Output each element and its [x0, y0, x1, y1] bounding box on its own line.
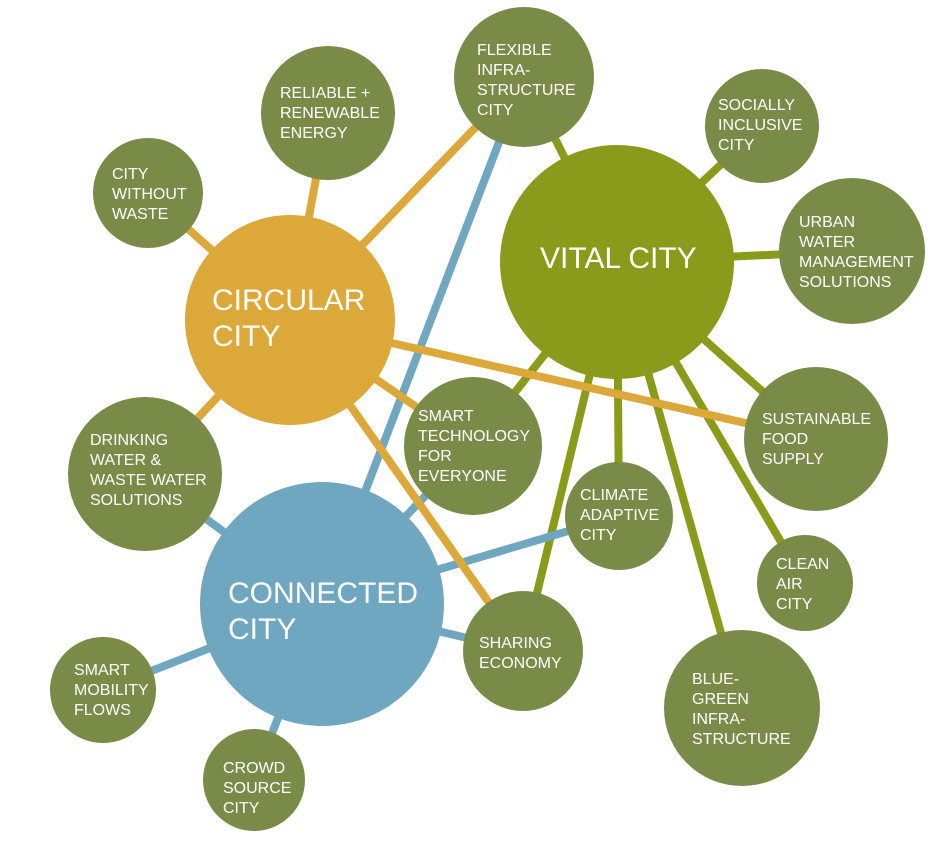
node-smart-technology-label-line: EVERYONE: [418, 468, 507, 485]
node-city-without-waste: CITY WITHOUT WASTE: [93, 138, 203, 248]
node-sharing-economy-circle: [463, 591, 583, 711]
node-urban-water-label-line: SOLUTIONS: [799, 274, 891, 291]
node-urban-water: URBAN WATER MANAGEMENT SOLUTIONS: [779, 178, 925, 324]
node-clean-air-label-line: CLEAN: [776, 556, 829, 573]
node-sustainable-food-label-line: FOOD: [762, 431, 808, 448]
node-flexible-infra-label-line: INFRA-: [477, 62, 530, 79]
node-city-without-waste-label-line: WASTE: [112, 206, 168, 223]
node-reliable-energy-label-line: RELIABLE +: [280, 85, 370, 102]
node-socially-inclusive: SOCIALLY INCLUSIVE CITY: [705, 69, 819, 183]
node-crowd-source-circle: [203, 729, 305, 831]
node-smart-technology-circle: [404, 377, 542, 515]
node-urban-water-label-line: MANAGEMENT: [799, 254, 914, 271]
node-smart-mobility: SMART MOBILITY FLOWS: [50, 637, 156, 743]
node-smart-technology-label-line: FOR: [418, 448, 452, 465]
node-socially-inclusive-circle: [705, 69, 819, 183]
node-blue-green-label-line: STRUCTURE: [692, 731, 791, 748]
hub-circular-label-line: CIRCULAR: [212, 284, 365, 317]
node-drinking-water-label-line: DRINKING: [90, 432, 168, 449]
node-blue-green-circle: [664, 630, 820, 786]
node-blue-green-label-line: BLUE-: [692, 671, 739, 688]
hub-vital: VITAL CITY: [500, 145, 734, 379]
node-sustainable-food-label-line: SUPPLY: [762, 451, 824, 468]
node-flexible-infra-label-line: STRUCTURE: [477, 82, 576, 99]
node-climate-adaptive-label-line: CLIMATE: [580, 487, 648, 504]
node-sustainable-food-label-line: SUSTAINABLE: [762, 411, 871, 428]
node-socially-inclusive-label-line: CITY: [718, 137, 755, 154]
hub-vital-circle: [500, 145, 734, 379]
node-city-without-waste-label-line: CITY: [112, 166, 149, 183]
node-sharing-economy-label-line: ECONOMY: [479, 655, 562, 672]
node-city-without-waste-circle: [93, 138, 203, 248]
node-smart-mobility-label-line: MOBILITY: [74, 682, 149, 699]
hub-vital-label-line: VITAL CITY: [540, 242, 697, 275]
node-drinking-water-circle: [68, 397, 222, 551]
node-flexible-infra-circle: [454, 7, 594, 147]
node-blue-green-label-line: GREEN: [692, 691, 749, 708]
node-crowd-source: CROWD SOURCE CITY: [203, 729, 305, 831]
node-city-without-waste-label-line: WITHOUT: [112, 186, 187, 203]
node-clean-air: CLEAN AIR CITY: [757, 535, 853, 631]
node-urban-water-label-line: URBAN: [799, 214, 855, 231]
node-drinking-water-label-line: SOLUTIONS: [90, 492, 182, 509]
hub-connected-circle: [200, 482, 444, 726]
node-flexible-infra-label-line: CITY: [477, 102, 514, 119]
node-sharing-economy: SHARING ECONOMY: [463, 591, 583, 711]
node-crowd-source-label-line: SOURCE: [223, 780, 291, 797]
node-flexible-infra: FLEXIBLE INFRA- STRUCTURE CITY: [454, 7, 594, 147]
node-climate-adaptive: CLIMATE ADAPTIVE CITY: [565, 462, 673, 570]
node-socially-inclusive-label-line: SOCIALLY: [718, 97, 795, 114]
node-flexible-infra-label-line: FLEXIBLE: [477, 42, 552, 59]
hub-connected-label-line: CITY: [228, 613, 296, 646]
node-climate-adaptive-circle: [565, 462, 673, 570]
node-drinking-water-label-line: WASTE WATER: [90, 472, 207, 489]
node-reliable-energy-label-line: ENERGY: [280, 125, 348, 142]
node-smart-technology-label-line: SMART: [418, 408, 474, 425]
node-socially-inclusive-label-line: INCLUSIVE: [718, 117, 802, 134]
node-smart-mobility-label-line: FLOWS: [74, 702, 131, 719]
node-clean-air-circle: [757, 535, 853, 631]
node-reliable-energy: RELIABLE + RENEWABLE ENERGY: [261, 46, 395, 180]
node-sharing-economy-label-line: SHARING: [479, 635, 552, 652]
node-smart-mobility-circle: [50, 637, 156, 743]
node-climate-adaptive-label-line: CITY: [580, 527, 617, 544]
hub-connected-label-line: CONNECTED: [228, 577, 418, 610]
node-drinking-water: DRINKING WATER & WASTE WATER SOLUTIONS: [68, 397, 222, 551]
diagram-nodes: RELIABLE + RENEWABLE ENERGY FLEXIBLE INFRA- S…: [50, 7, 925, 831]
node-clean-air-label-line: CITY: [776, 596, 813, 613]
node-crowd-source-label-line: CROWD: [223, 760, 285, 777]
node-reliable-energy-circle: [261, 46, 395, 180]
node-clean-air-label-line: AIR: [776, 576, 803, 593]
node-drinking-water-label-line: WATER &: [90, 452, 161, 469]
node-smart-mobility-label-line: SMART: [74, 662, 130, 679]
node-crowd-source-label-line: CITY: [223, 800, 260, 817]
hub-circular-label-line: CITY: [212, 320, 280, 353]
node-blue-green-label-line: INFRA-: [692, 711, 745, 728]
node-smart-technology: SMART TECHNOLOGY FOR EVERYONE: [404, 377, 542, 515]
node-blue-green: BLUE- GREEN INFRA- STRUCTURE: [664, 630, 820, 786]
node-smart-technology-label-line: TECHNOLOGY: [418, 428, 530, 445]
node-sustainable-food: SUSTAINABLE FOOD SUPPLY: [744, 367, 888, 511]
hub-circular-circle: [185, 215, 395, 425]
node-urban-water-circle: [779, 178, 925, 324]
node-sustainable-food-circle: [744, 367, 888, 511]
node-reliable-energy-label-line: RENEWABLE: [280, 105, 380, 122]
node-climate-adaptive-label-line: ADAPTIVE: [580, 507, 659, 524]
node-urban-water-label-line: WATER: [799, 234, 855, 251]
